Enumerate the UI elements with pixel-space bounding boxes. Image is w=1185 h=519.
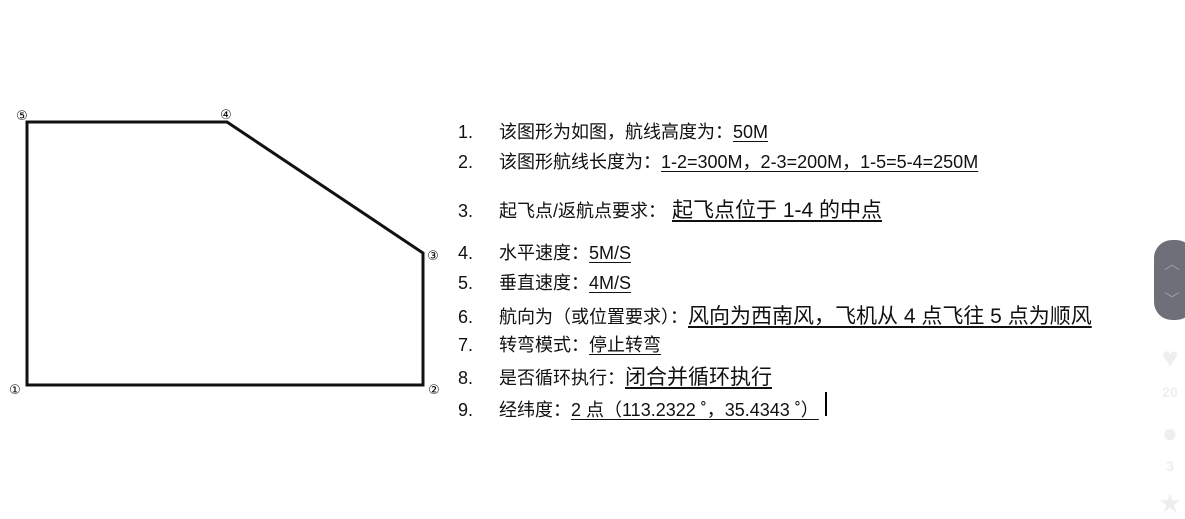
item-label: 该图形航线长度为： bbox=[499, 152, 661, 172]
item-7: 7. 转弯模式：停止转弯 bbox=[458, 331, 661, 357]
item-number: 8. bbox=[458, 368, 474, 388]
item-number: 6. bbox=[458, 307, 474, 327]
item-value: 5M/S bbox=[589, 243, 632, 263]
item-8: 8. 是否循环执行：闭合并循环执行 bbox=[458, 361, 772, 391]
item-value: 闭合并循环执行 bbox=[625, 366, 772, 389]
item-2: 2. 该图形航线长度为：1-2=300M，2-3=200M，1-5=5-4=250… bbox=[458, 148, 978, 174]
item-label: 该图形为如图，航线高度为： bbox=[499, 122, 733, 142]
item-1: 1. 该图形为如图，航线高度为：50M bbox=[458, 118, 768, 144]
star-icon[interactable]: ★ bbox=[1158, 488, 1182, 518]
item-value: 停止转弯 bbox=[589, 335, 661, 355]
item-3: 3. 起飞点/返航点要求：起飞点位于 1-4 的中点 bbox=[458, 194, 882, 224]
point-1-label: ① bbox=[9, 382, 21, 397]
item-value: 风向为西南风，飞机从 4 点飞往 5 点为顺风 bbox=[688, 305, 1092, 328]
point-5-label: ⑤ bbox=[16, 108, 28, 123]
item-label: 水平速度： bbox=[499, 243, 589, 263]
comment-icon[interactable]: ● bbox=[1162, 418, 1178, 448]
item-label: 经纬度： bbox=[499, 400, 571, 420]
item-4: 4. 水平速度：5M/S bbox=[458, 239, 631, 265]
like-count: 20 bbox=[1162, 384, 1178, 400]
item-number: 5. bbox=[458, 273, 474, 293]
heart-icon[interactable]: ♥ bbox=[1161, 342, 1179, 373]
item-number: 2. bbox=[458, 152, 474, 172]
item-number: 7. bbox=[458, 335, 474, 355]
route-diagram: ① ② ③ ④ ⑤ bbox=[9, 107, 440, 397]
item-label: 转弯模式： bbox=[499, 335, 589, 355]
item-value: 2 点（113.2322 ˚，35.4343 ˚） bbox=[571, 400, 819, 420]
point-3-label: ③ bbox=[427, 248, 439, 263]
comment-count: 3 bbox=[1166, 458, 1174, 474]
route-polygon bbox=[25, 120, 425, 387]
item-6: 6. 航向为（或位置要求）：风向为西南风，飞机从 4 点飞往 5 点为顺风 bbox=[458, 300, 1092, 330]
chevron-down-icon[interactable]: ﹀ bbox=[1164, 292, 1181, 309]
chevron-up-icon[interactable]: ︿ bbox=[1164, 256, 1181, 273]
scroll-nav: ︿ ﹀ bbox=[1154, 240, 1185, 320]
item-value: 起飞点位于 1-4 的中点 bbox=[672, 199, 883, 222]
item-label: 垂直速度： bbox=[499, 273, 589, 293]
point-4-label: ④ bbox=[220, 107, 232, 122]
item-label: 航向为（或位置要求）： bbox=[499, 307, 688, 327]
item-value: 50M bbox=[733, 122, 769, 142]
item-value: 4M/S bbox=[589, 273, 632, 293]
point-2-label: ② bbox=[428, 382, 440, 397]
item-value: 1-2=300M，2-3=200M，1-5=5-4=250M bbox=[661, 152, 979, 172]
item-9: 9. 经纬度：2 点（113.2322 ˚，35.4343 ˚） bbox=[458, 392, 827, 422]
item-number: 1. bbox=[458, 122, 474, 142]
item-label: 起飞点/返航点要求： bbox=[499, 201, 667, 221]
item-label: 是否循环执行： bbox=[499, 368, 625, 388]
item-5: 5. 垂直速度：4M/S bbox=[458, 269, 631, 295]
item-number: 4. bbox=[458, 243, 474, 263]
item-number: 3. bbox=[458, 201, 474, 221]
text-cursor bbox=[824, 392, 827, 416]
item-number: 9. bbox=[458, 400, 474, 420]
